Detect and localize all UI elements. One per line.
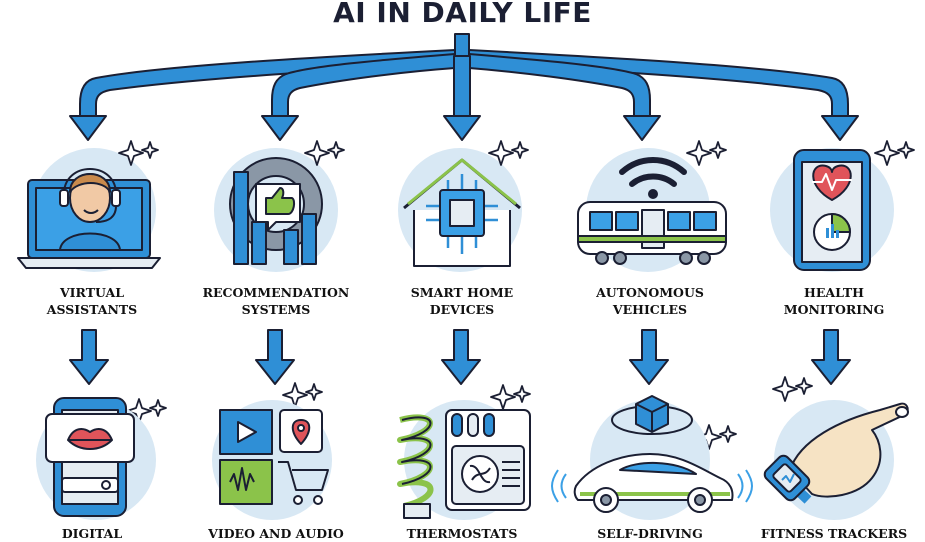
down-arrows [69, 329, 851, 385]
headset-assistant-laptop-icon [17, 168, 161, 269]
label-line: SMART HOME [410, 285, 514, 300]
label-fitness-trackers: FITNESS TRACKERS [749, 525, 919, 542]
label-line: DEVICES [429, 302, 495, 317]
label-smart-home-devices: SMART HOME DEVICES [377, 284, 547, 318]
bulb-thermostat-icon [397, 409, 531, 519]
label-line: THERMOSTATS [406, 526, 518, 541]
label-thermostats: THERMOSTATS [377, 525, 547, 542]
label-virtual-assistants: VIRTUAL ASSISTANTS [7, 284, 177, 318]
label-line: SELF-DRIVING [597, 526, 703, 541]
label-line: VEHICLES [612, 302, 688, 317]
label-line: VIDEO AND AUDIO [208, 526, 344, 541]
media-cart-icon [219, 409, 329, 505]
label-health-monitoring: HEALTH MONITORING [749, 284, 919, 318]
label-line: SYSTEMS [241, 302, 311, 317]
label-digital: DIGITAL [7, 525, 177, 542]
train-wifi-icon [577, 157, 727, 265]
page-title: AI IN DAILY LIFE [333, 0, 592, 29]
label-line: VIRTUAL [59, 285, 125, 300]
label-line: ASSISTANTS [46, 302, 138, 317]
label-line: FITNESS TRACKERS [760, 526, 908, 541]
label-recommendation-systems: RECOMMENDATION SYSTEMS [191, 284, 361, 318]
label-line: RECOMMENDATION [202, 285, 350, 300]
label-line: AUTONOMOUS [596, 285, 704, 300]
lips-phone-icon [45, 397, 135, 517]
label-line: MONITORING [783, 302, 885, 317]
label-autonomous-vehicles: AUTONOMOUS VEHICLES [565, 284, 735, 318]
label-line: HEALTH [804, 285, 864, 300]
self-driving-car-icon [551, 395, 753, 513]
branch-arrows [69, 33, 859, 141]
thumbs-up-gear-chart-icon [229, 157, 323, 265]
heart-phone-icon [793, 149, 871, 271]
wrist-tracker-icon [763, 402, 909, 504]
chip-house-icon [403, 158, 521, 267]
label-self-driving: SELF-DRIVING [565, 525, 735, 542]
label-line: DIGITAL [61, 526, 123, 541]
label-video-and-audio: VIDEO AND AUDIO [191, 525, 361, 542]
